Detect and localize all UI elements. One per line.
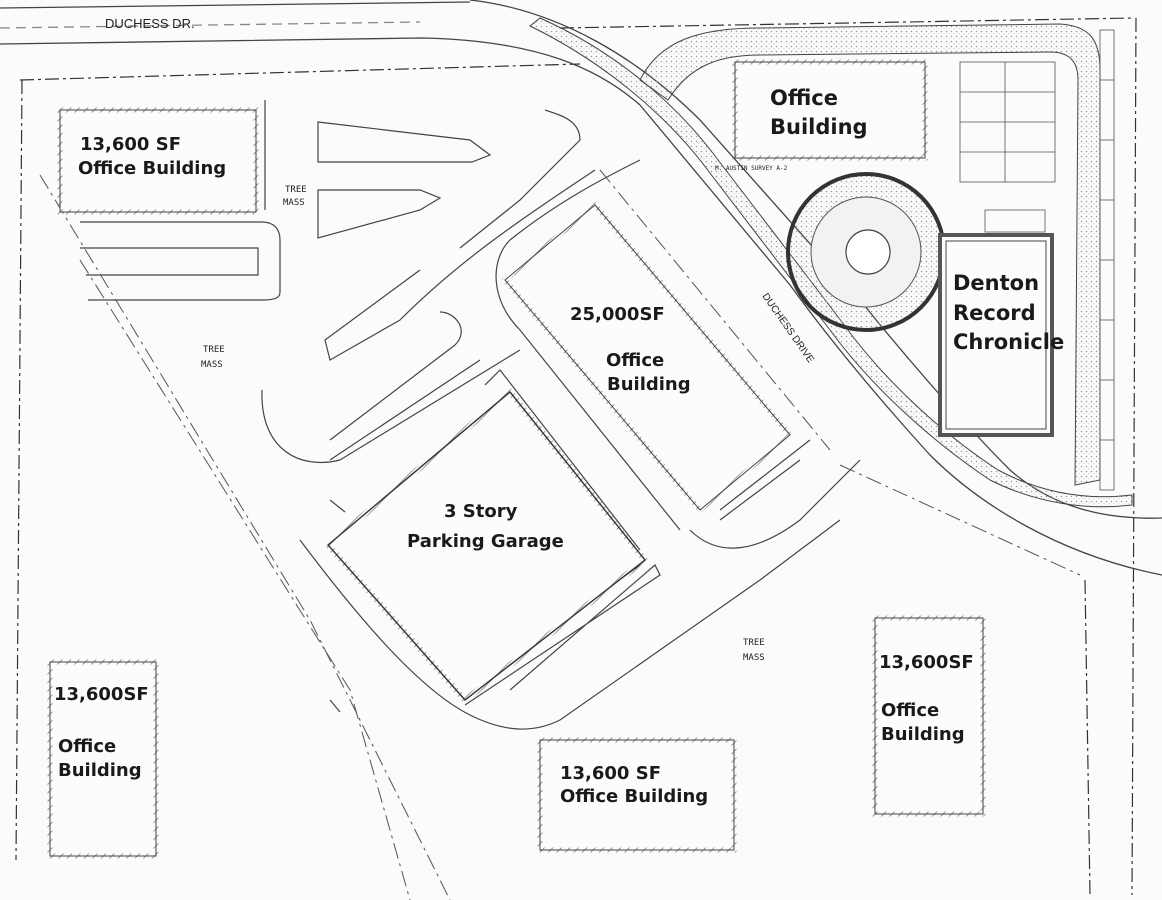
easement-lines (39, 169, 1081, 900)
tree-mass-label-3: TREE MASS (743, 638, 765, 663)
top-left-building-type: Office Building (78, 158, 226, 179)
svg-text:TREE: TREE (203, 345, 225, 355)
center-office-line3: Building (607, 374, 691, 395)
svg-text:MASS: MASS (743, 653, 765, 663)
bottom-right-line3: Building (881, 724, 965, 745)
top-right-office-line2: Building (770, 115, 868, 139)
duchess-dr-label: DUCHESS DR. (105, 16, 195, 31)
building-top-right-office: Office Building (732, 59, 928, 161)
bottom-left-area: 13,600SF (54, 684, 149, 705)
bottom-center-area: 13,600 SF (560, 763, 661, 784)
building-bottom-left: 13,600SF Office Building (47, 659, 159, 859)
building-center-office: 25,000SF Office Building (501, 201, 794, 514)
building-denton-record-chronicle: Denton Record Chronicle (938, 233, 1064, 437)
svg-text:MASS: MASS (201, 360, 223, 370)
building-bottom-right: 13,600SF Office Building (872, 615, 986, 817)
roundabout (786, 172, 946, 332)
building-top-left: 13,600 SF Office Building (57, 107, 259, 215)
garage-line2: Parking Garage (407, 531, 564, 552)
tree-mass-label-1: TREE MASS (283, 185, 307, 208)
top-right-office-line1: Office (770, 86, 838, 110)
property-boundary (15, 17, 1137, 896)
bottom-right-area: 13,600SF (879, 652, 974, 673)
denton-line3: Chronicle (953, 330, 1064, 354)
building-parking-garage: 3 Story Parking Garage (323, 387, 650, 705)
paving-strip (529, 17, 1133, 508)
bottom-left-line3: Building (58, 760, 142, 781)
center-office-area: 25,000SF (570, 304, 665, 325)
svg-text:TREE: TREE (285, 185, 307, 195)
center-office-line2: Office (606, 350, 664, 371)
svg-text:MASS: MASS (283, 198, 305, 208)
ne-parking-stalls (959, 29, 1115, 491)
bottom-left-line2: Office (58, 736, 116, 757)
svg-text:TREE: TREE (743, 638, 765, 648)
building-bottom-center: 13,600 SF Office Building (537, 737, 737, 853)
top-left-building-area: 13,600 SF (80, 134, 181, 155)
survey-label: M. AUSTIN SURVEY A-2 (715, 165, 788, 172)
denton-line1: Denton (953, 271, 1039, 295)
tree-mass-label-2: TREE MASS (201, 345, 225, 370)
bottom-right-line2: Office (881, 700, 939, 721)
bottom-center-type: Office Building (560, 786, 708, 807)
denton-line2: Record (953, 301, 1036, 325)
garage-line1: 3 Story (444, 501, 518, 522)
